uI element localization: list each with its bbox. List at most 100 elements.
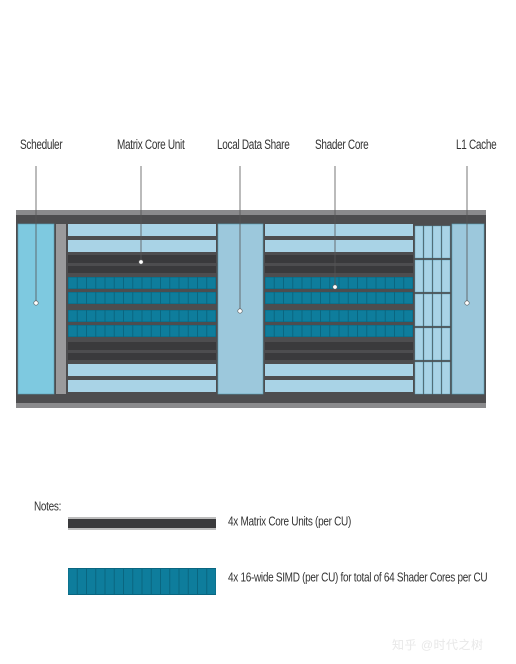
legend-simd-cell — [207, 569, 216, 594]
right-simd-cell — [274, 310, 283, 322]
left-simd-cell — [207, 310, 216, 322]
right-simd-cell — [284, 310, 293, 322]
cache-slot — [414, 293, 424, 327]
legend-simd-cell — [188, 569, 197, 594]
left-simd-cell — [161, 292, 170, 304]
left-simd-cell — [161, 277, 170, 289]
right-light-band — [265, 380, 413, 392]
right-simd-cell — [265, 292, 274, 304]
right-simd-cell — [274, 292, 283, 304]
left-simd-cell — [151, 310, 160, 322]
left-matrix-core-bar — [68, 255, 216, 263]
right-simd-cell — [274, 277, 283, 289]
local-data-share-leader-dot — [237, 308, 243, 314]
left-simd-cell — [114, 277, 123, 289]
right-simd-cell — [404, 310, 413, 322]
cache-slot — [414, 225, 424, 259]
left-simd-cell — [105, 310, 114, 322]
right-light-band — [265, 364, 413, 376]
left-simd-cell — [179, 325, 188, 337]
matrix-core-unit-label: Matrix Core Unit — [117, 138, 185, 153]
left-simd-cell — [77, 277, 86, 289]
cache-slot — [414, 259, 424, 293]
right-simd-cell — [311, 325, 320, 337]
cache-slot — [432, 225, 442, 259]
legend-matrix-core-bar — [68, 519, 216, 528]
right-matrix-core-bar — [265, 255, 413, 263]
legend-simd-cell — [151, 569, 160, 594]
left-simd-cell — [151, 277, 160, 289]
cache-slot — [423, 293, 433, 327]
left-simd-cell — [133, 310, 142, 322]
cache-slot — [441, 293, 451, 327]
legend-simd-cell — [105, 569, 114, 594]
right-simd-cell — [293, 277, 302, 289]
right-simd-cell — [302, 277, 311, 289]
right-matrix-core-bar — [265, 353, 413, 360]
left-simd-cell — [124, 277, 133, 289]
right-simd-cell — [330, 310, 339, 322]
left-simd-cell — [96, 277, 105, 289]
left-simd-cell — [142, 325, 151, 337]
right-simd-cell — [302, 292, 311, 304]
right-simd-cell — [385, 292, 394, 304]
cache-slot — [441, 225, 451, 259]
left-simd-cell — [161, 310, 170, 322]
left-simd-cell — [179, 292, 188, 304]
left-simd-cell — [68, 292, 77, 304]
right-simd-cell — [302, 325, 311, 337]
right-simd-cell — [311, 310, 320, 322]
cache-slot — [432, 293, 442, 327]
right-simd-cell — [385, 325, 394, 337]
right-simd-cell — [284, 325, 293, 337]
cu-bottom-rim — [16, 403, 486, 408]
right-simd-cell — [376, 277, 385, 289]
left-simd-cell — [124, 310, 133, 322]
right-simd-cell — [265, 277, 274, 289]
right-simd-row — [265, 292, 413, 304]
left-simd-cell — [96, 292, 105, 304]
right-simd-cell — [395, 277, 404, 289]
left-simd-cell — [188, 292, 197, 304]
cache-slot — [414, 361, 424, 395]
legend-simd-cell — [77, 569, 86, 594]
left-simd-cell — [207, 277, 216, 289]
left-simd-cell — [142, 292, 151, 304]
right-simd-cell — [376, 292, 385, 304]
left-simd-cell — [151, 292, 160, 304]
left-simd-cell — [151, 325, 160, 337]
right-simd-cell — [395, 292, 404, 304]
left-simd-cell — [68, 325, 77, 337]
left-simd-row — [68, 310, 216, 322]
right-simd-cell — [348, 325, 357, 337]
right-simd-cell — [395, 325, 404, 337]
right-simd-cell — [265, 325, 274, 337]
left-simd-cell — [77, 310, 86, 322]
scheduler-divider — [56, 224, 66, 394]
left-simd-cell — [188, 325, 197, 337]
right-simd-cell — [385, 310, 394, 322]
right-simd-cell — [404, 277, 413, 289]
right-simd-cell — [284, 277, 293, 289]
left-simd-cell — [105, 325, 114, 337]
simd-note: 4x 16-wide SIMD (per CU) for total of 64… — [228, 571, 488, 586]
right-simd-cell — [321, 292, 330, 304]
right-simd-cell — [404, 292, 413, 304]
cache-slot — [423, 327, 433, 361]
left-light-band — [68, 224, 216, 236]
right-simd-row — [265, 310, 413, 322]
right-simd-cell — [321, 277, 330, 289]
left-simd-cell — [207, 325, 216, 337]
legend-simd-cell — [96, 569, 105, 594]
left-simd-cell — [170, 277, 179, 289]
cache-slot — [414, 327, 424, 361]
watermark-text: 知乎 @时代之树 — [392, 638, 484, 652]
right-simd-cell — [302, 310, 311, 322]
left-matrix-core-bar — [68, 353, 216, 360]
right-simd-cell — [330, 325, 339, 337]
scheduler-leader-dot — [33, 300, 39, 306]
left-simd-cell — [198, 292, 207, 304]
left-simd-cell — [133, 325, 142, 337]
right-simd-cell — [348, 310, 357, 322]
